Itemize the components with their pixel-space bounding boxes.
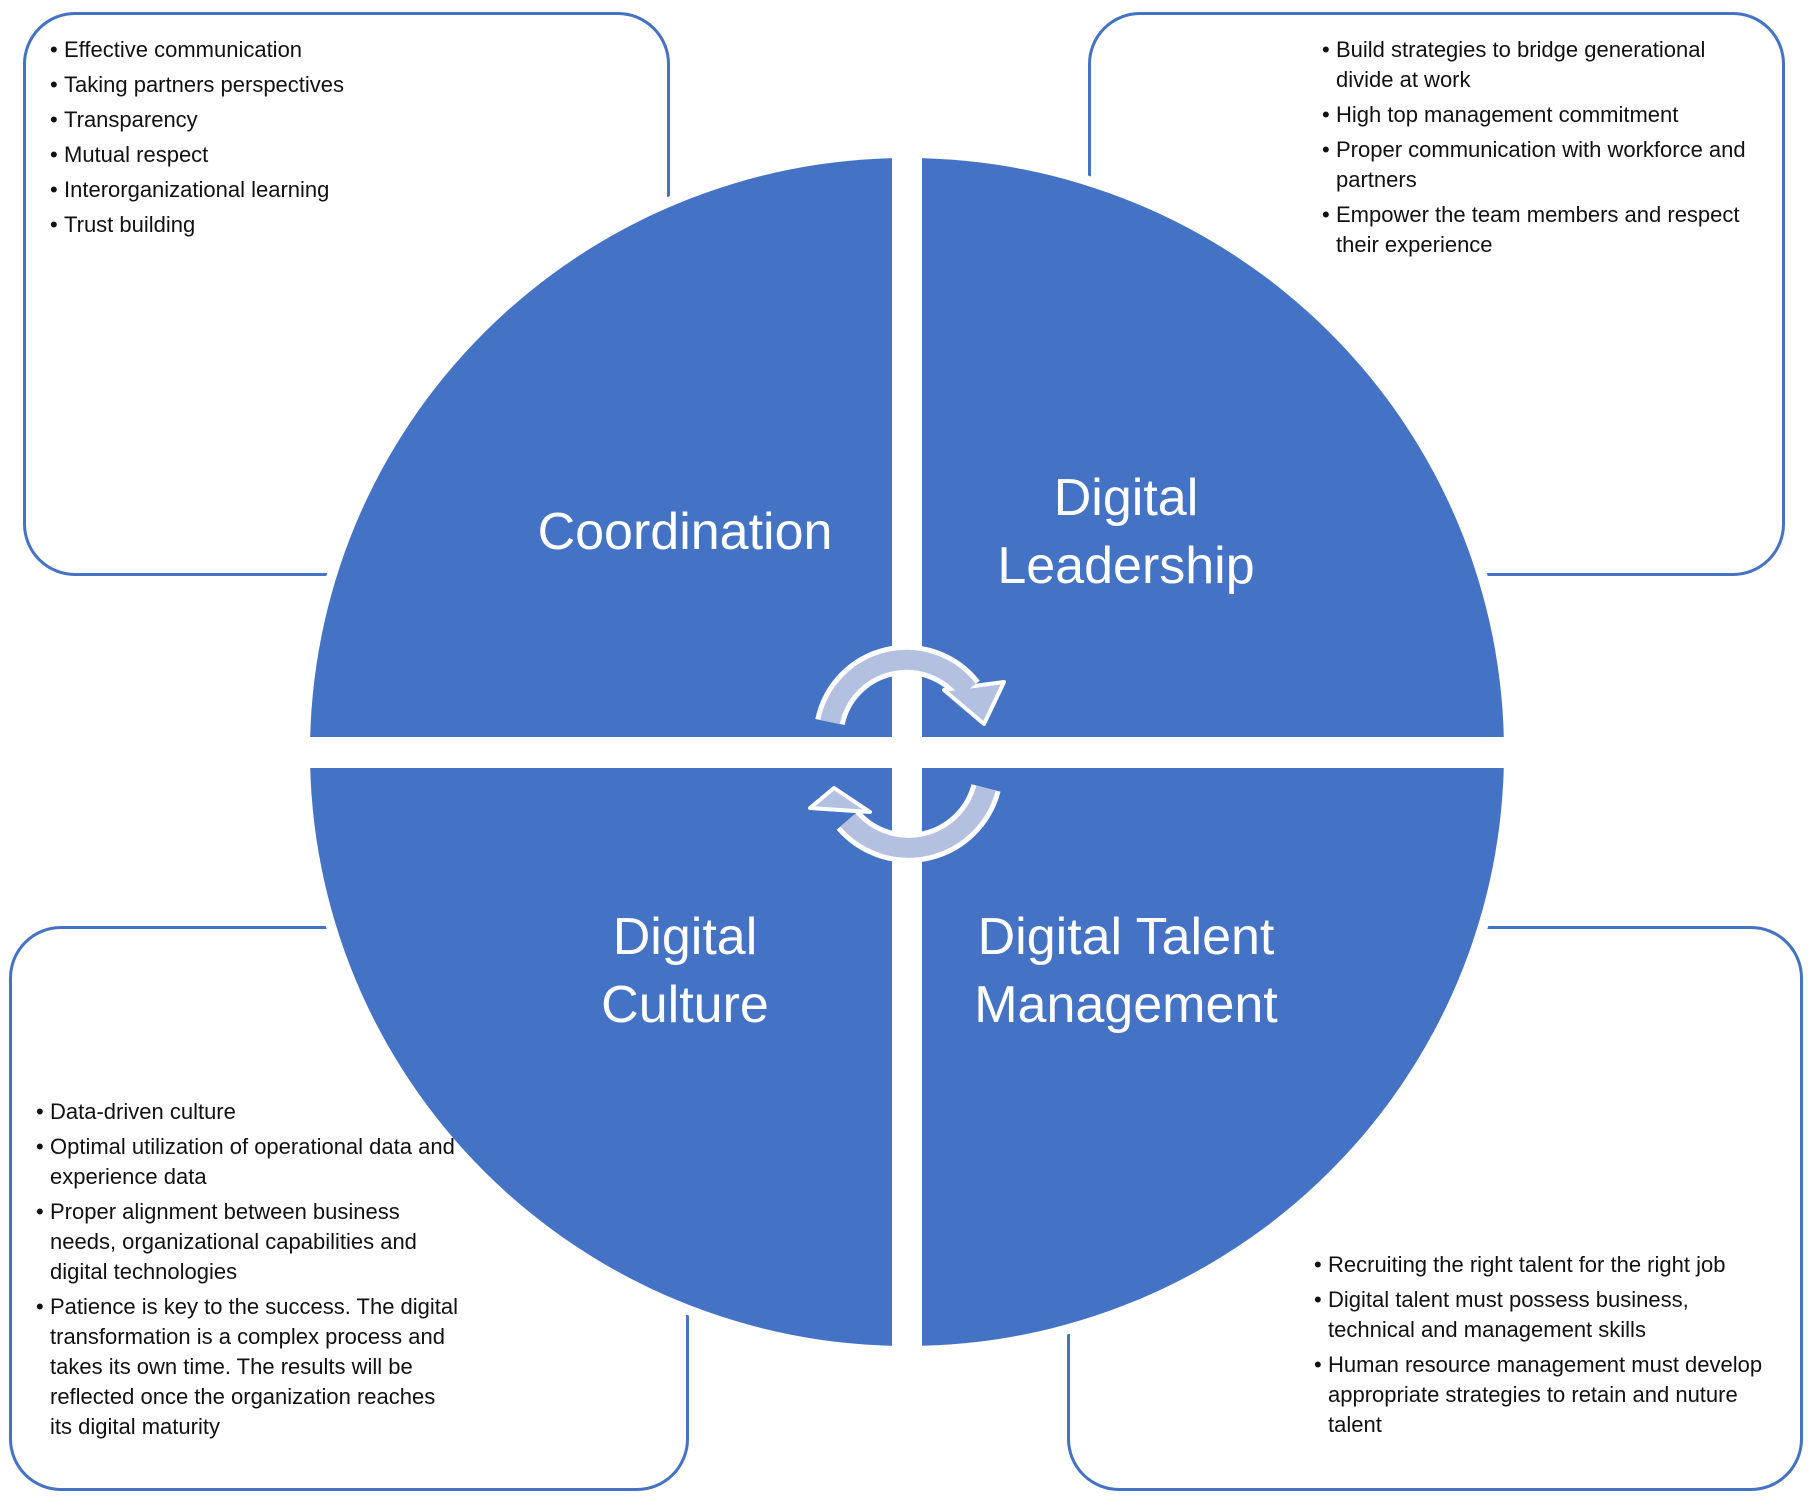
list-item: Optimal utilization of operational data … <box>36 1132 461 1192</box>
list-item: Recruiting the right talent for the righ… <box>1314 1250 1779 1280</box>
list-item: Patience is key to the success. The digi… <box>36 1292 461 1442</box>
leadership-list: Build strategies to bridge generational … <box>1322 35 1767 265</box>
culture-list: Data-driven culture Optimal utilization … <box>36 1097 461 1447</box>
coordination-label: Coordination <box>538 498 833 566</box>
leadership-label-line1: Digital <box>1053 469 1199 527</box>
list-item: Digital talent must possess business, te… <box>1314 1285 1779 1345</box>
list-item: Effective communication <box>50 35 550 65</box>
talent-list: Recruiting the right talent for the righ… <box>1314 1250 1779 1445</box>
list-item: Data-driven culture <box>36 1097 461 1127</box>
leadership-label: Digital Leadership <box>997 464 1254 600</box>
coordination-list: Effective communication Taking partners … <box>50 35 550 245</box>
list-item: Trust building <box>50 210 550 240</box>
list-item: Human resource management must develop a… <box>1314 1350 1779 1440</box>
list-item: Proper alignment between business needs,… <box>36 1197 461 1287</box>
talent-label: Digital Talent Management <box>974 903 1278 1039</box>
horizontal-divider <box>290 737 1530 768</box>
list-item: Empower the team members and respect the… <box>1322 200 1767 260</box>
list-item: Taking partners perspectives <box>50 70 550 100</box>
leadership-label-line2: Leadership <box>997 537 1255 595</box>
culture-label-line1: Digital <box>612 908 758 966</box>
list-item: Transparency <box>50 105 550 135</box>
coordination-label-text: Coordination <box>537 503 833 561</box>
list-item: Build strategies to bridge generational … <box>1322 35 1767 95</box>
list-item: Interorganizational learning <box>50 175 550 205</box>
culture-label: Digital Culture <box>601 903 769 1039</box>
talent-label-line2: Management <box>974 976 1278 1034</box>
culture-label-line2: Culture <box>601 976 769 1034</box>
cycle-arrow-top-icon <box>815 644 1006 726</box>
talent-label-line1: Digital Talent <box>977 908 1275 966</box>
list-item: High top management commitment <box>1322 100 1767 130</box>
cycle-arrow-bottom-icon <box>808 783 1001 863</box>
list-item: Proper communication with workforce and … <box>1322 135 1767 195</box>
list-item: Mutual respect <box>50 140 550 170</box>
